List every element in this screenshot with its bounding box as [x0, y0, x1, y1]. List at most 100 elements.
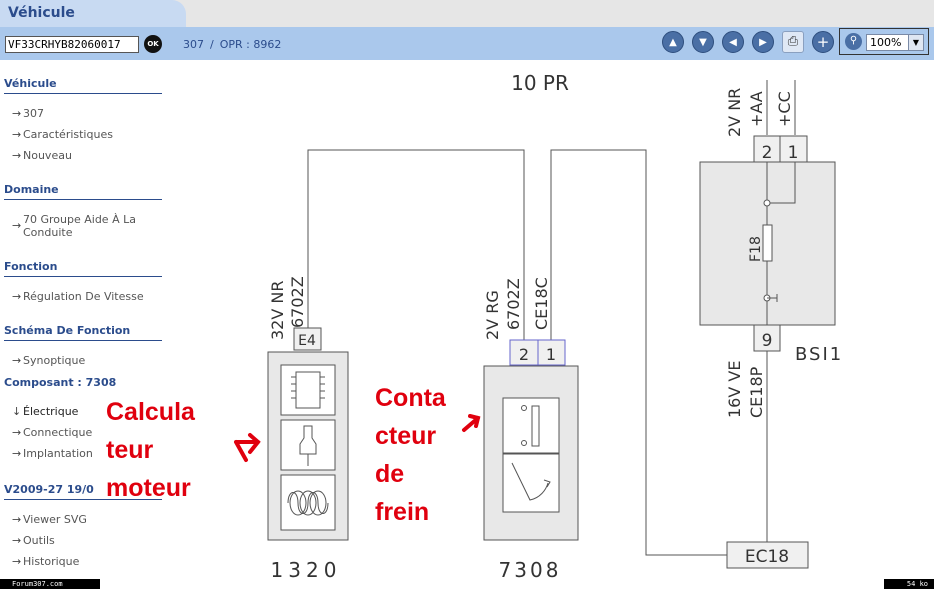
arrow-down-icon: ↓ [12, 405, 22, 418]
arrow-left-icon[interactable]: ◀ [722, 31, 744, 53]
wire-label-ce18p: CE18P [747, 366, 766, 418]
annotation-arrow-1 [234, 433, 261, 462]
wire-label-2v-nr: 2V NR [725, 88, 744, 137]
tab-strip: Véhicule [0, 0, 934, 27]
annotation-line: Conta [375, 384, 446, 412]
sidebar-item-307[interactable]: →307 [12, 107, 44, 120]
annotation-calculateur: Calcula teur moteur [106, 393, 195, 507]
sidebar-item-implantation[interactable]: →Implantation [12, 447, 93, 460]
connector-e4 [293, 327, 322, 351]
tab-vehicule[interactable]: Véhicule [0, 0, 186, 27]
bsi-pin-9-label: 9 [762, 331, 773, 351]
wire-6702z [307, 149, 525, 342]
arrow-down-icon[interactable]: ▼ [692, 31, 714, 53]
bsi-pin-1-label: 1 [788, 143, 799, 163]
section-title-schema: Schéma De Fonction [4, 324, 162, 341]
annotation-line: moteur [106, 474, 191, 502]
wire-label-2v-rg: 2V RG [483, 290, 502, 340]
diagram-title: 10 PR [511, 71, 569, 95]
sidebar-item-nouveau[interactable]: →Nouveau [12, 149, 72, 162]
pin-2-label: 2 [519, 345, 529, 364]
breadcrumb-model: 307 [183, 38, 204, 51]
arrow-right-icon: → [12, 290, 22, 303]
print-icon[interactable]: ⎙ [782, 31, 804, 53]
arrow-right-icon: → [12, 149, 22, 162]
wire-label-6702z: 6702Z [288, 276, 307, 328]
arrow-right-icon: → [12, 513, 22, 526]
component-7308-label: 7308 [499, 558, 562, 582]
annotation-contacteur: Conta cteur de frein [375, 379, 446, 531]
section-title-fonction: Fonction [4, 260, 162, 277]
wire-ce18c [550, 149, 727, 556]
breadcrumb-opr: OPR : 8962 [219, 38, 282, 51]
arrow-right-icon: → [12, 128, 22, 141]
bsi-pin-1 [779, 135, 808, 163]
pin-1-label: 1 [546, 345, 556, 364]
sidebar-item-regulation[interactable]: →Régulation De Vitesse [12, 290, 144, 303]
arrow-right-icon: → [12, 534, 22, 547]
chip-icon [280, 364, 336, 416]
pedal-icon [502, 453, 560, 513]
fuse-label: F18 [748, 236, 764, 262]
pin-2 [509, 339, 539, 366]
zoom-value: 100% [870, 36, 902, 49]
sidebar: Véhicule →307 →Caractéristiques →Nouveau… [0, 60, 165, 580]
wire-label-plus-cc: +CC [775, 91, 794, 127]
toolbar: VF33CRHYB82060017 OK 307/OPR : 8962 ▲ ▼ … [0, 27, 934, 60]
arrow-up-icon[interactable]: ▲ [662, 31, 684, 53]
section-title-composant: Composant : 7308 [4, 376, 117, 389]
sidebar-item-caracteristiques[interactable]: →Caractéristiques [12, 128, 113, 141]
tab-label: Véhicule [8, 5, 75, 21]
arrow-right-icon[interactable]: ▶ [752, 31, 774, 53]
sidebar-item-outils[interactable]: →Outils [12, 534, 55, 547]
connector-ec18[interactable] [726, 541, 809, 569]
add-icon[interactable]: + [812, 31, 834, 53]
bsi-pin-9 [753, 324, 781, 352]
status-size: 54 ko [884, 579, 934, 589]
bsi-pin-2-label: 2 [762, 143, 773, 163]
wire-label-ce18c: CE18C [532, 277, 551, 330]
arrow-right-icon: → [12, 219, 22, 232]
section-title-domaine: Domaine [4, 183, 162, 200]
pin-1 [537, 339, 566, 366]
annotation-line: de [375, 460, 405, 488]
zoom-icon[interactable]: ⚲ [845, 33, 862, 50]
section-title-version: V2009-27 19/0 [4, 483, 162, 500]
fuse-icon [762, 224, 773, 262]
switch-icon [502, 397, 560, 454]
arrow-right-icon: → [12, 447, 22, 460]
sidebar-item-connectique[interactable]: →Connectique [12, 426, 93, 439]
annotation-line: teur [106, 436, 154, 464]
section-title-vehicule: Véhicule [4, 77, 162, 94]
wire-label-plus-aa: +AA [747, 91, 766, 127]
sidebar-item-electrique[interactable]: ↓Électrique [12, 405, 79, 418]
arrow-right-icon: → [12, 354, 22, 367]
arrow-right-icon: → [12, 426, 22, 439]
arrow-right-icon: → [12, 107, 22, 120]
sidebar-item-groupe[interactable]: →70 Groupe Aide À La Conduite [12, 213, 136, 239]
status-watermark: Forum307.com [0, 579, 100, 589]
connector-e4-label: E4 [298, 333, 316, 349]
sidebar-item-synoptique[interactable]: →Synoptique [12, 354, 86, 367]
breadcrumb: 307 / OPR : 8962 [183, 38, 281, 51]
sidebar-item-historique[interactable]: →Historique [12, 555, 80, 568]
sidebar-item-viewer-svg[interactable]: →Viewer SVG [12, 513, 87, 526]
breadcrumb-separator: / [210, 38, 214, 51]
wire-label-16v-ve: 16V VE [725, 361, 744, 418]
annotation-arrow-2 [462, 414, 481, 432]
wire-label-32v-nr: 32V NR [268, 281, 287, 340]
annotation-line: cteur [375, 422, 437, 450]
ok-button[interactable]: OK [144, 35, 162, 53]
annotation-line: Calcula [106, 398, 195, 426]
component-1320-label: 1320 [271, 558, 342, 582]
zoom-select[interactable]: 100% ▼ [866, 34, 924, 51]
wire-label-6702z-2: 6702Z [504, 278, 523, 330]
component-bsi1-label: BSI1 [795, 344, 843, 365]
vin-input[interactable]: VF33CRHYB82060017 [5, 36, 139, 53]
chevron-down-icon[interactable]: ▼ [908, 35, 923, 50]
zoom-control: ⚲ 100% ▼ [839, 28, 929, 55]
connector-ec18-label: EC18 [745, 547, 789, 567]
annotation-line: frein [375, 498, 430, 526]
